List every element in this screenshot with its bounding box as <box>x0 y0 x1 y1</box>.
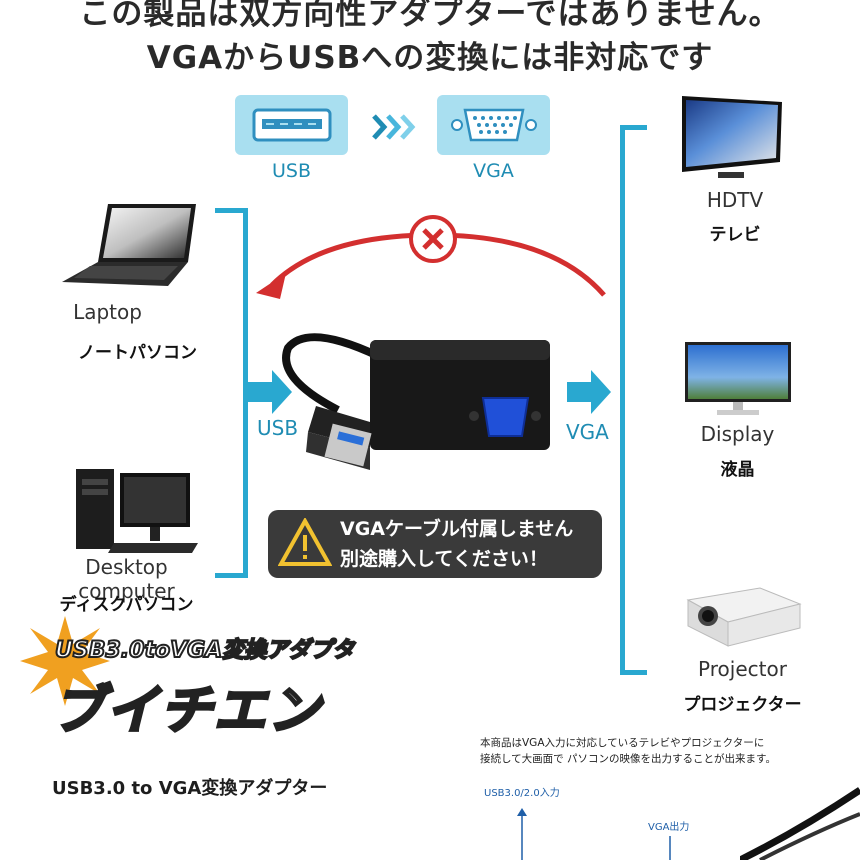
warning-line1: VGAケーブル付属しません <box>340 518 574 540</box>
target-bracket <box>620 125 647 675</box>
product-name: ブイチエン <box>50 680 323 743</box>
desktop-sub: ディスクパソコン <box>59 595 194 615</box>
headline-line2: VGAからUSBへの変換には非対応です <box>146 40 714 76</box>
input-usb-label: USB <box>257 416 299 440</box>
vga-connector-icon <box>437 95 550 155</box>
display-label: Display <box>700 422 775 446</box>
hdtv-label: HDTV <box>706 188 764 212</box>
projector-label: Projector <box>698 657 787 681</box>
input-tag: USB3.0/2.0入力 <box>484 788 560 799</box>
usb-connector-icon <box>235 95 348 155</box>
headline-line1: この製品は双方向性アダプターではありません。 <box>79 0 781 32</box>
laptop-icon <box>62 204 196 286</box>
laptop-sub: ノートパソコン <box>78 343 197 363</box>
source-bracket <box>215 208 248 578</box>
burst-badge-icon <box>20 616 110 706</box>
desktop-computer-icon <box>76 469 198 553</box>
output-arrow-icon <box>567 370 611 414</box>
output-tag: VGA出力 <box>648 822 690 833</box>
cable-icon <box>740 787 860 860</box>
input-arrow-icon <box>248 370 292 414</box>
projector-icon <box>686 587 802 647</box>
warning-icon <box>278 518 332 566</box>
projector-sub: プロジェクター <box>683 695 802 715</box>
description-line2: 接続して大画面で パソコンの映像を出力することが出来ます。 <box>480 753 776 765</box>
description-line1: 本商品はVGA入力に対応しているテレビやプロジェクターに <box>480 737 765 749</box>
vga-label: VGA <box>473 160 514 182</box>
cable-warning-box: VGAケーブル付属しません 別途購入してください！ <box>268 510 602 578</box>
hdtv-icon <box>682 96 782 178</box>
usb-label: USB <box>271 160 311 182</box>
desktop-label: Desktop computer <box>78 555 175 603</box>
display-sub: 液晶 <box>720 460 755 480</box>
chevrons-right-icon <box>372 114 416 140</box>
warning-line2: 別途購入してください！ <box>340 548 548 570</box>
down-arrow-icon <box>669 836 671 860</box>
display-icon <box>685 342 791 415</box>
output-vga-label: VGA <box>566 420 609 444</box>
product-badge-title: USB3.0toVGA変換アダプタ <box>54 637 355 664</box>
hdtv-sub: テレビ <box>709 225 761 245</box>
up-arrow-icon <box>517 808 527 860</box>
laptop-label: Laptop <box>73 300 142 324</box>
product-subtitle: USB3.0 to VGA変換アダプター <box>52 778 328 799</box>
adapter-image <box>282 333 550 470</box>
not-supported-icon <box>409 215 457 263</box>
